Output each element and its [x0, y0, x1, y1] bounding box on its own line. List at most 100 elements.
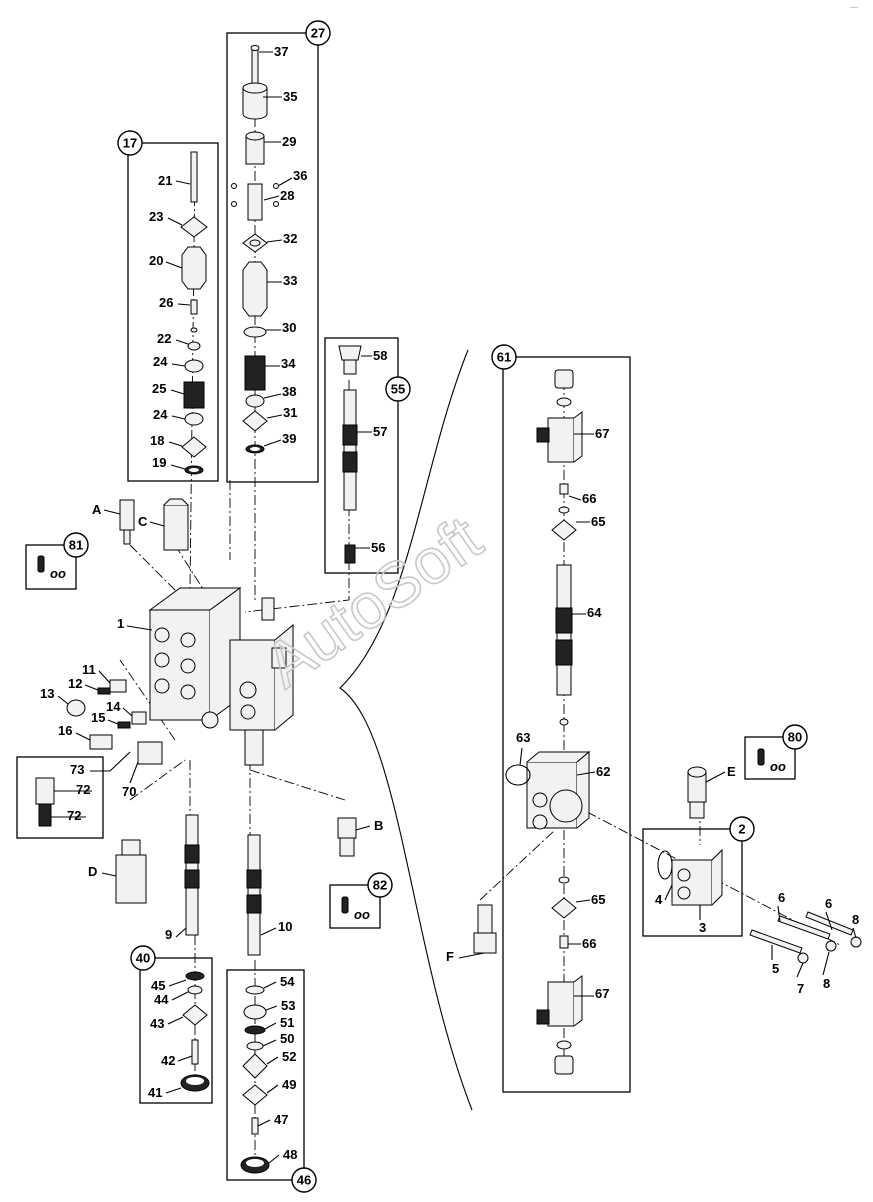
part-label: 38	[282, 384, 296, 399]
part-label: 11	[82, 662, 96, 677]
part-label: 65	[591, 892, 605, 907]
part-label: 8	[852, 912, 859, 927]
group-55-parts	[338, 345, 362, 564]
callout-circle	[491, 344, 517, 370]
part-label: 63	[516, 730, 530, 745]
part-label: 56	[371, 540, 385, 555]
part-label: 42	[161, 1053, 175, 1068]
part-label: 6	[825, 896, 832, 911]
part-label: 51	[280, 1015, 294, 1030]
part-label: 44	[154, 992, 169, 1007]
group-27-parts	[231, 45, 279, 454]
part-label: 37	[274, 44, 288, 59]
kit-box-82	[329, 884, 381, 929]
part-label: 66	[582, 491, 596, 506]
group-2-parts	[657, 766, 862, 964]
part-label: 7	[797, 981, 804, 996]
part-label: 57	[373, 424, 387, 439]
group-box-46	[226, 969, 305, 1181]
group-17-parts	[180, 151, 208, 475]
callout-number: 55	[391, 382, 405, 397]
part-label: 24	[153, 407, 168, 422]
part-label: 70	[122, 784, 136, 799]
callout-number: 61	[497, 350, 511, 365]
assembly-lines	[119, 45, 841, 1160]
part-label: 20	[149, 253, 163, 268]
part-label: 21	[158, 173, 172, 188]
part-label: 73	[70, 762, 84, 777]
part-label: 67	[595, 426, 609, 441]
part-label: 41	[148, 1085, 162, 1100]
group-callout-61: 61	[491, 344, 517, 370]
group-callout-82: 82	[367, 872, 393, 898]
part-label: 14	[106, 699, 121, 714]
group-callout-55: 55	[385, 376, 411, 402]
part-label: 45	[151, 978, 165, 993]
part-label: 52	[282, 1049, 296, 1064]
part-label: 22	[157, 331, 171, 346]
part-label: 31	[283, 405, 297, 420]
group-callout-17: 17	[117, 130, 143, 156]
kit-box-81	[25, 544, 77, 590]
left-side-fittings	[35, 498, 357, 904]
callout-number: 2	[738, 822, 745, 837]
callout-circle	[130, 945, 156, 971]
part-label: E	[727, 764, 736, 779]
autosoft-watermark: AutoSoft	[252, 502, 495, 702]
part-label: 5	[772, 961, 779, 976]
callout-number: 40	[136, 951, 150, 966]
leader-lines	[51, 51, 857, 1164]
part-label: 62	[596, 764, 610, 779]
svg-text:oo: oo	[770, 759, 786, 774]
part-label: F	[446, 949, 454, 964]
callout-number: 80	[788, 730, 802, 745]
group-callout-40: 40	[130, 945, 156, 971]
part-label: 23	[149, 209, 163, 224]
part-label: 36	[293, 168, 307, 183]
part-label: 19	[152, 455, 166, 470]
part-label: 49	[282, 1077, 296, 1092]
seal-kit-icon: oo oo oo	[37, 555, 786, 922]
group-box-40	[139, 957, 213, 1104]
part-label: 12	[68, 676, 82, 691]
part-label: 39	[282, 431, 296, 446]
part-label: 25	[152, 381, 166, 396]
group-callout-27: 27	[305, 20, 331, 46]
group-callout-2: 2	[729, 816, 755, 842]
part-label: 10	[278, 919, 292, 934]
part-label: 8	[823, 976, 830, 991]
corner-mark: ~~	[850, 5, 858, 12]
part-label: 15	[91, 710, 105, 725]
part-label: 32	[283, 231, 297, 246]
main-valve-body	[148, 587, 294, 766]
callout-circle	[291, 1167, 317, 1193]
part-label: 67	[595, 986, 609, 1001]
part-label: 58	[373, 348, 387, 363]
kit-box-80	[744, 736, 796, 780]
part-label: 18	[150, 433, 164, 448]
svg-text:oo: oo	[50, 566, 66, 581]
part-label: 34	[281, 356, 296, 371]
callout-circle	[305, 20, 331, 46]
part-label: B	[374, 818, 383, 833]
part-label: A	[92, 502, 102, 517]
part-label: 54	[280, 974, 295, 989]
part-label: 30	[282, 320, 296, 335]
lower-spools	[180, 814, 270, 1174]
part-label: 72	[76, 782, 90, 797]
group-callout-46: 46	[291, 1167, 317, 1193]
part-label: 65	[591, 514, 605, 529]
part-label: 3	[699, 920, 706, 935]
group-box-70	[16, 756, 104, 839]
part-label: 29	[282, 134, 296, 149]
part-label: 6	[778, 890, 785, 905]
part-label: 50	[280, 1031, 294, 1046]
group-box-27	[226, 32, 319, 483]
part-label: D	[88, 864, 97, 879]
group-box-2	[642, 828, 743, 937]
label-layer: 3735293628323330343831392123202622242524…	[40, 44, 859, 1162]
callout-circle	[63, 532, 89, 558]
